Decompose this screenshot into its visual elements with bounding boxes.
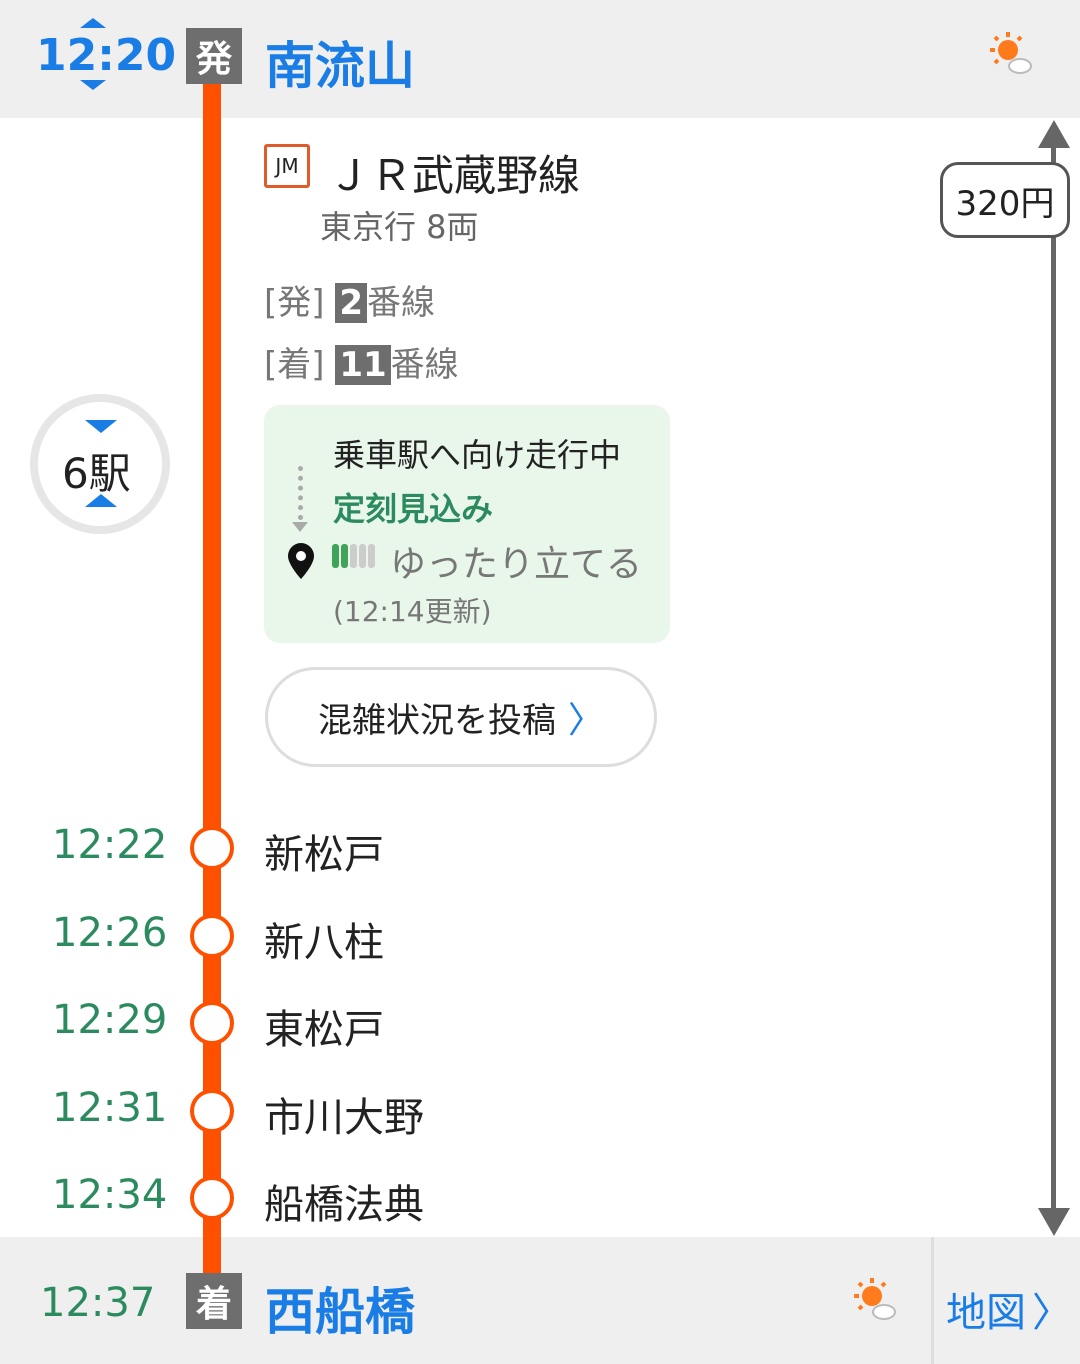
stop-name[interactable]: 新松戸 [264, 832, 384, 878]
crowd-bar [359, 544, 366, 568]
stop-name[interactable]: 東松戸 [264, 1007, 384, 1053]
arrow-up-icon [1038, 120, 1070, 148]
stops-count-toggle[interactable] [30, 394, 170, 534]
stop-dot [190, 826, 234, 870]
crowd-bar [341, 544, 348, 568]
stop-name[interactable]: 市川大野 [264, 1094, 424, 1141]
stops-count[interactable]: 6駅 [62, 449, 131, 498]
stop-time: 12:31 [52, 1084, 168, 1131]
departure-station[interactable]: 南流山 [265, 37, 415, 95]
fare-badge: 320円 [940, 162, 1070, 238]
post-crowd-button[interactable]: 混雑状況を投稿〉 [265, 667, 657, 767]
train-status-card [264, 405, 670, 643]
duration-arrow [1051, 145, 1056, 1215]
stop-time: 12:34 [52, 1172, 168, 1218]
route-line [203, 80, 221, 1280]
location-pin-icon [288, 543, 314, 579]
dep-platform-suffix: 番線 [367, 283, 436, 323]
stop-name[interactable]: 船橋法典 [264, 1182, 424, 1228]
expand-icon [85, 494, 117, 507]
arrow-down-small-icon [292, 522, 308, 532]
running-status: 乗車駅へ向け走行中 [333, 436, 622, 474]
stop-dot [190, 913, 234, 958]
time-down-icon[interactable] [80, 80, 106, 90]
arrival-time: 12:37 [40, 1280, 156, 1326]
line-name[interactable]: ＪＲ武蔵野線 [328, 151, 581, 200]
stop-time: 12:22 [52, 822, 168, 868]
dotted-line [298, 466, 303, 520]
map-button[interactable]: 地図〉 [946, 1280, 1072, 1338]
stop-time: 12:29 [52, 997, 168, 1043]
dep-platform-number: 2 [335, 283, 368, 323]
dep-platform-label: [発] [264, 283, 325, 323]
arr-platform-number: 11 [335, 345, 391, 385]
post-crowd-label: 混雑状況を投稿 [317, 700, 556, 741]
updated-time: (12:14更新) [333, 595, 492, 628]
stop-dot [190, 1176, 234, 1220]
crowd-bar [350, 544, 357, 568]
divider [931, 1237, 934, 1364]
line-code-badge: JM [264, 144, 310, 188]
direction: 東京行 8両 [320, 208, 479, 246]
collapse-icon [85, 420, 117, 433]
time-up-icon[interactable] [80, 18, 106, 28]
stop-time: 12:26 [52, 909, 168, 956]
stop-dot [190, 1088, 234, 1133]
stop-name[interactable]: 新八柱 [264, 919, 384, 966]
arrow-down-icon [1038, 1208, 1070, 1236]
weather-sunny-cloudy-icon [990, 32, 1032, 74]
crowd-bar [332, 544, 339, 568]
arrival-badge: 着 [186, 1273, 242, 1329]
arr-platform-label: [着] [264, 345, 325, 385]
arrival-station[interactable]: 西船橋 [265, 1283, 415, 1341]
arrival-footer [0, 1237, 1080, 1364]
arr-platform-suffix: 番線 [390, 345, 459, 385]
weather-sunny-cloudy-icon [854, 1278, 896, 1320]
on-time-status: 定刻見込み [333, 490, 494, 528]
departure-badge: 発 [186, 28, 242, 84]
chevron-right-icon: 〉 [567, 700, 604, 741]
crowd-level-meter [332, 544, 375, 568]
crowd-bar [368, 544, 375, 568]
stop-dot [190, 1001, 234, 1045]
chevron-right-icon: 〉 [1032, 1290, 1072, 1336]
crowd-text: ゆったり立てる [390, 544, 643, 585]
departure-time[interactable]: 12:20 [36, 30, 177, 81]
departure-header [0, 0, 1080, 118]
map-label: 地図 [946, 1290, 1026, 1336]
